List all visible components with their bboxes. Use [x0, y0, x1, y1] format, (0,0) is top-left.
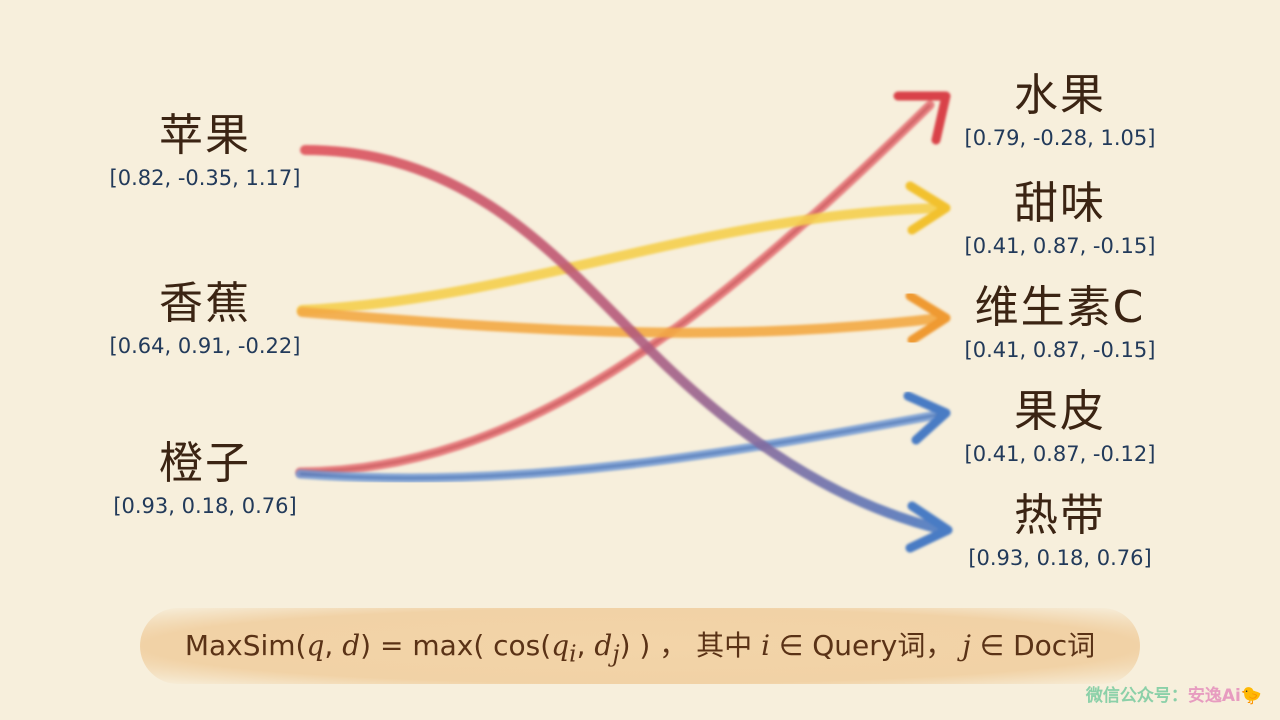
term-word: 维生素C — [974, 282, 1146, 333]
formula-text: MaxSim(q, d) = max( cos(qi, dj) ) ， 其中 i… — [185, 624, 1095, 668]
formula-q: q — [306, 629, 325, 663]
arrow-apple-to-tropical — [300, 145, 953, 553]
formula-j-sub: j — [612, 639, 620, 668]
formula-where: 其中 — [687, 629, 762, 663]
term-vector: [0.41, 0.87, -0.15] — [964, 234, 1156, 259]
doc-term-sweet: 甜味 [0.41, 0.87, -0.15] — [955, 178, 1165, 259]
term-word: 水果 — [1014, 70, 1106, 121]
watermark-brand: 安逸Ai — [1187, 686, 1241, 706]
term-word: 香蕉 — [159, 278, 251, 329]
term-vector: [0.64, 0.91, -0.22] — [109, 334, 301, 359]
term-vector: [0.82, -0.35, 1.17] — [109, 166, 301, 191]
term-word: 苹果 — [159, 110, 251, 161]
arrow-banana-to-vitaminc — [297, 291, 951, 345]
formula-close: ) ) ， — [619, 629, 688, 663]
formula-lhs: MaxSim( — [184, 629, 307, 663]
formula-dj: d — [594, 629, 613, 663]
arrow-orange-to-peel — [295, 391, 951, 483]
formula-i-sub: i — [569, 639, 577, 668]
chick-icon: 🐤 — [1240, 686, 1262, 706]
doc-term-peel: 果皮 [0.41, 0.87, -0.12] — [955, 386, 1165, 467]
formula-mid: ) = max( cos( — [360, 629, 552, 663]
formula-comma: , — [324, 629, 343, 663]
query-term-banana: 香蕉 [0.64, 0.91, -0.22] — [100, 278, 310, 359]
term-word: 橙子 — [159, 438, 251, 489]
arrow-banana-to-sweet — [297, 181, 951, 315]
term-vector: [0.79, -0.28, 1.05] — [964, 126, 1156, 151]
watermark: 微信公众号：安逸Ai🐤 — [1086, 681, 1262, 706]
term-word: 甜味 — [1014, 178, 1106, 229]
formula-j: j — [962, 629, 971, 663]
watermark-prefix: 微信公众号： — [1085, 686, 1188, 706]
term-vector: [0.93, 0.18, 0.76] — [968, 546, 1152, 571]
formula-i-domain: ∈ Query词， — [770, 629, 963, 663]
formula-d: d — [342, 629, 361, 663]
arrow-orange-to-fruit — [295, 91, 951, 477]
formula-qi: q — [551, 629, 570, 663]
query-term-orange: 橙子 [0.93, 0.18, 0.76] — [100, 438, 310, 519]
term-vector: [0.41, 0.87, -0.15] — [964, 338, 1156, 363]
term-word: 果皮 — [1014, 386, 1106, 437]
maxsim-formula: MaxSim(q, d) = max( cos(qi, dj) ) ， 其中 i… — [140, 608, 1140, 684]
doc-term-tropical: 热带 [0.93, 0.18, 0.76] — [955, 490, 1165, 571]
term-word: 热带 — [1014, 490, 1106, 541]
formula-comma: , — [576, 629, 595, 663]
doc-term-fruit: 水果 [0.79, -0.28, 1.05] — [955, 70, 1165, 151]
formula-j-domain: ∈ Doc词 — [970, 629, 1096, 663]
term-vector: [0.93, 0.18, 0.76] — [113, 494, 297, 519]
doc-term-vitamin-c: 维生素C [0.41, 0.87, -0.15] — [955, 282, 1165, 363]
term-vector: [0.41, 0.87, -0.12] — [964, 442, 1156, 467]
query-term-apple: 苹果 [0.82, -0.35, 1.17] — [100, 110, 310, 191]
formula-i: i — [761, 629, 771, 663]
